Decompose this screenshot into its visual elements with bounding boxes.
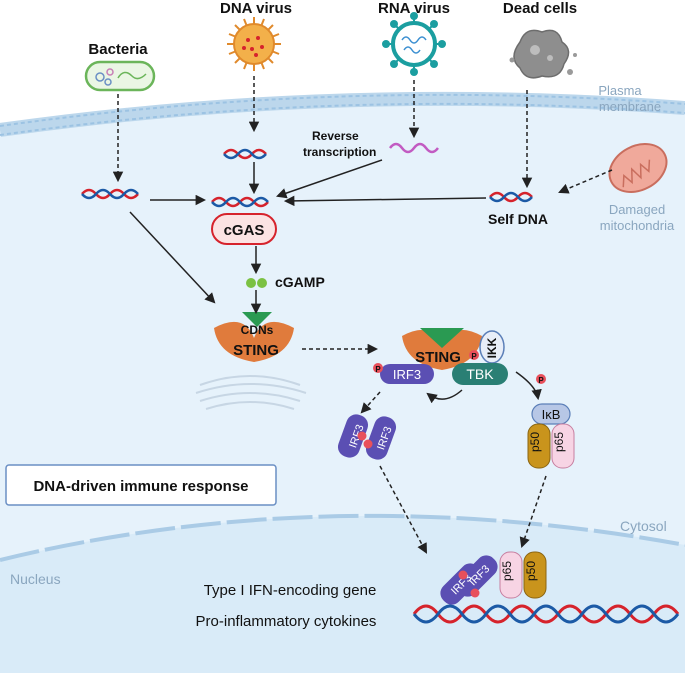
arrow-tbk-phosphorylation: [426, 389, 463, 404]
nuclear-phospho-1: [458, 570, 468, 580]
phospho-irf3-label: P: [375, 365, 381, 374]
arrows: [112, 76, 613, 554]
dna-strand-cgas: [211, 196, 269, 208]
cdns-label: CDNs: [241, 323, 274, 337]
sting-right-label: STING: [415, 349, 461, 366]
p65-protein: [551, 423, 575, 469]
plasma-membrane-label-1: Plasma: [598, 83, 642, 98]
irf3-dimer: [337, 414, 397, 460]
nuclear-irf3-dimer: [440, 555, 498, 605]
damaged-mitochondria-label-1: Damaged: [609, 202, 665, 217]
dna-virus-icon: [227, 17, 281, 71]
phospho-ikb-label: P: [538, 376, 544, 385]
sting-left: [214, 312, 294, 362]
arrow-self-dna-to-cgas: [283, 195, 487, 207]
plasma-membrane: [0, 91, 685, 137]
tbk-label: TBK: [466, 366, 494, 382]
ikb-label: IκB: [542, 407, 561, 422]
legend-box: [5, 464, 277, 506]
plasma-membrane-outer: [0, 93, 685, 127]
cytosol-label: Cytosol: [620, 518, 667, 534]
ikb-protein: [531, 403, 571, 425]
arrow-ikk-to-ikb: [515, 371, 542, 401]
nuclear-phospho-2: [470, 588, 480, 598]
arrow-bacteria-to-sting: [129, 211, 216, 304]
phospho-ikb: [536, 374, 546, 384]
phospho-dimer-1: [357, 431, 367, 441]
plasma-membrane-inner: [0, 102, 685, 136]
phospho-dimer-2: [363, 439, 373, 449]
arrow-mitochondria: [558, 169, 613, 194]
mitochondria-icon: [608, 143, 668, 193]
dna-virus-label: DNA virus: [220, 0, 292, 17]
dna-strand-bacteria: [81, 188, 139, 200]
dead-cells-label: Dead cells: [503, 0, 577, 17]
p65-label: p65: [552, 432, 566, 452]
cgamp-dot-1: [246, 278, 256, 288]
nuclear-p65: [499, 551, 523, 599]
phospho-irf3: [373, 363, 383, 373]
rna-strand: [389, 142, 439, 154]
arrow-irf3-dimerization: [360, 391, 381, 414]
nuclear-p50-label: p50: [524, 561, 538, 581]
transcription-label-2: transcription: [303, 145, 376, 159]
arrow-nfkb-to-nucleus: [519, 475, 547, 548]
phospho-sting-label: P: [471, 352, 477, 361]
p50-protein: [527, 423, 551, 469]
sting-right: [402, 328, 482, 370]
nuclear-p65-label: p65: [500, 561, 514, 581]
self-dna-label: Self DNA: [488, 211, 548, 227]
rna-virus-label: RNA virus: [378, 0, 450, 17]
phospho-sting: [469, 350, 479, 360]
rna-virus-icon: [382, 12, 446, 76]
dead-cell-icon: [509, 29, 577, 79]
cgas-protein: [211, 213, 277, 245]
gene-label-2: Pro-inflammatory cytokines: [196, 613, 377, 630]
er-membrane: [195, 375, 307, 410]
nuclear-p50: [523, 551, 547, 599]
gene-label-1: Type I IFN-encoding gene: [204, 582, 377, 599]
damaged-mitochondria-label-2: mitochondria: [600, 218, 675, 233]
dna-strand-virus: [223, 148, 267, 160]
bacteria-icon: [84, 60, 156, 92]
nucleus-label: Nucleus: [10, 571, 61, 587]
sting-left-label: STING: [233, 342, 279, 359]
arrow-reverse-transcription: [276, 159, 383, 199]
irf3-label: IRF3: [393, 367, 421, 382]
legend-title: DNA-driven immune response: [33, 478, 248, 495]
arrow-irf3-to-nucleus: [379, 465, 427, 554]
p50-label: p50: [528, 432, 542, 452]
bacteria-label: Bacteria: [88, 41, 148, 58]
nuclear-dna: [412, 604, 680, 624]
reverse-label-1: Reverse: [312, 129, 359, 143]
dna-strand-self: [489, 191, 533, 203]
plasma-membrane-label-2: membrane: [599, 99, 661, 114]
cgamp-dot-2: [257, 278, 267, 288]
nuclear-envelope: [0, 513, 685, 562]
cgamp-label: cGAMP: [275, 274, 325, 290]
cgas-label: cGAS: [224, 222, 265, 239]
ikk-label: IKK: [485, 337, 499, 358]
tbk-protein: [452, 363, 508, 385]
irf3-protein: [380, 364, 434, 384]
